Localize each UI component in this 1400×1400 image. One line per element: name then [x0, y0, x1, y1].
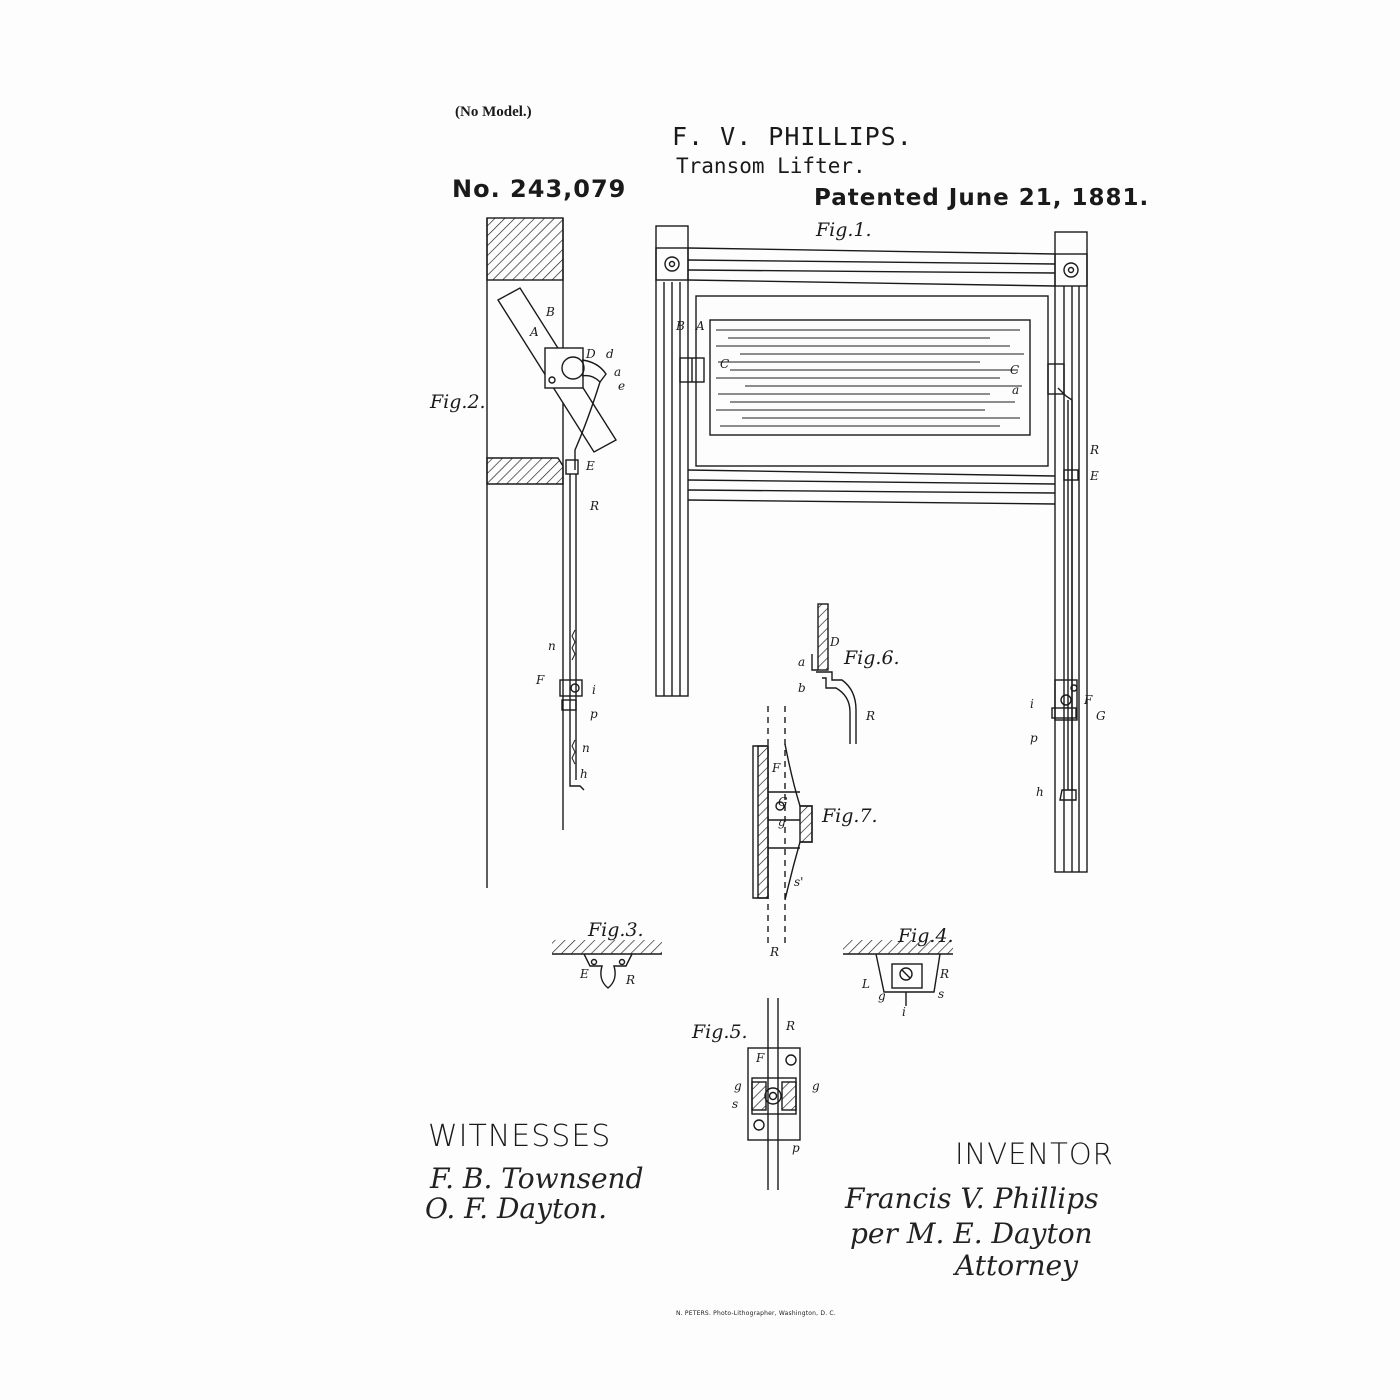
ref-letter: L: [861, 977, 870, 991]
ref-letter: G: [1096, 709, 1106, 723]
ref-letter: R: [769, 945, 779, 959]
ref-letter: C: [1010, 363, 1019, 377]
ref-letter: E: [579, 967, 589, 981]
fig5-label: Fig.5.: [691, 1021, 748, 1043]
ref-letter: E: [585, 459, 595, 473]
fig2-drawing: [486, 217, 617, 888]
ref-letter: p: [590, 707, 598, 721]
fig6-drawing: [811, 603, 857, 744]
fig4-drawing: [843, 940, 953, 1006]
ref-letter: g: [778, 815, 786, 829]
ref-letter: D: [829, 635, 840, 649]
ref-letter: n: [548, 639, 556, 653]
attorney-signature: per M. E. Dayton: [850, 1217, 1093, 1250]
fig1-drawing: [655, 225, 1088, 873]
ref-letter: F: [755, 1051, 765, 1065]
witness-signature: O. F. Dayton.: [425, 1192, 607, 1225]
printer-credit: N. PETERS. Photo-Lithographer, Washingto…: [676, 1310, 836, 1317]
witness-signature: F. B. Townsend: [430, 1162, 644, 1195]
ref-letter: s: [938, 987, 944, 1001]
ref-letter: g: [812, 1079, 820, 1093]
ref-letter: i: [592, 683, 596, 697]
ref-letter: A: [695, 319, 705, 333]
ref-letter: s: [732, 1097, 738, 1111]
fig1-label: Fig.1.: [815, 219, 872, 241]
ref-letter: s': [794, 875, 803, 889]
ref-letter: p: [792, 1141, 800, 1155]
ref-letter: A: [529, 325, 539, 339]
ref-letter: i: [902, 1005, 906, 1019]
ref-letter: a: [614, 365, 621, 379]
ref-letter: F: [771, 761, 781, 775]
ref-letter: g: [734, 1079, 742, 1093]
ref-letter: e: [618, 379, 625, 393]
fig7-label: Fig.7.: [821, 805, 878, 827]
ref-letter: C: [720, 357, 729, 371]
ref-letter: n: [582, 741, 590, 755]
fig3-label: Fig.3.: [587, 919, 644, 941]
ref-letter: E: [1089, 469, 1099, 483]
ref-letter: h: [580, 767, 588, 781]
ref-letter: R: [865, 709, 875, 723]
witnesses-heading: WITNESSES: [428, 1119, 612, 1154]
attorney-title: Attorney: [955, 1249, 1078, 1282]
invention-title: Transom Lifter.: [676, 154, 866, 178]
fig6-label: Fig.6.: [843, 647, 900, 669]
fig2-label: Fig.2.: [429, 391, 486, 413]
ref-letter: D: [585, 347, 596, 361]
fig7-drawing: [752, 706, 813, 944]
ref-letter: R: [589, 499, 599, 513]
ref-letter: F: [535, 673, 545, 687]
ref-letter: g: [878, 989, 886, 1003]
patent-date: Patented June 21, 1881.: [814, 185, 1150, 211]
fig4-label: Fig.4.: [897, 925, 954, 947]
ref-letter: p: [1030, 731, 1038, 745]
ref-letter: a: [798, 655, 805, 669]
inventor-signature: Francis V. Phillips: [845, 1182, 1099, 1215]
ref-letter: G: [778, 795, 788, 809]
ref-letter: b: [798, 681, 806, 695]
ref-letter: B: [675, 319, 685, 333]
ref-letter: R: [939, 967, 949, 981]
fig5-drawing: [747, 998, 801, 1190]
ref-letter: R: [625, 973, 635, 987]
fig3-drawing: [552, 940, 662, 989]
ref-letter: i: [1030, 697, 1034, 711]
inventor-heading: INVENTOR: [955, 1137, 1114, 1171]
ref-letter: F: [1083, 693, 1093, 707]
inventor-name: F. V. PHILLIPS.: [672, 122, 913, 151]
ref-letter: R: [1089, 443, 1099, 457]
ref-letter: B: [545, 305, 555, 319]
no-model-note: (No Model.): [455, 104, 532, 120]
patent-number: No. 243,079: [452, 175, 627, 203]
ref-letter: a: [1012, 383, 1019, 397]
ref-letter: R: [785, 1019, 795, 1033]
ref-letter: h: [1036, 785, 1044, 799]
ref-letter: d: [606, 347, 614, 361]
